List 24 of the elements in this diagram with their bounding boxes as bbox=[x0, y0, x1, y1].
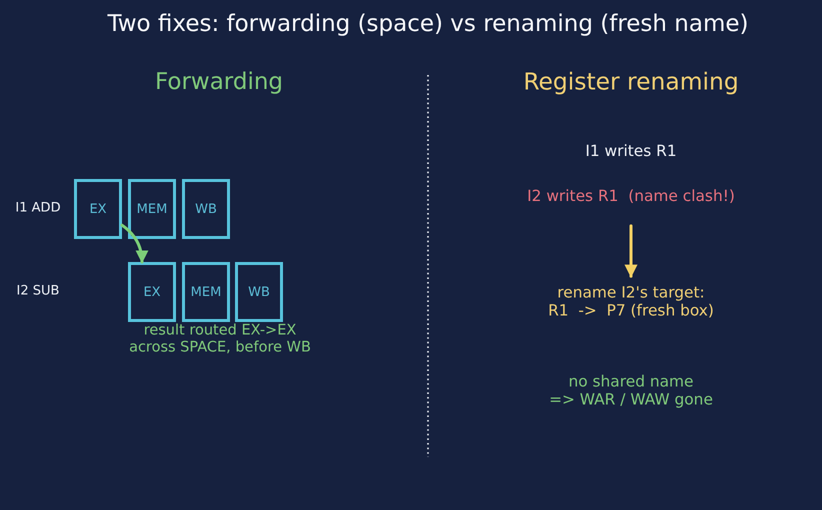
stage-label: WB bbox=[248, 284, 270, 300]
annotation-text: result routed EX->EX across SPACE, before WB bbox=[129, 322, 311, 356]
stage-label: WB bbox=[195, 202, 217, 216]
diagram-title: Two fixes: forwarding (space) vs renaming (fresh name) bbox=[108, 11, 748, 37]
arrow bbox=[624, 224, 638, 278]
pipeline-stage-box bbox=[128, 179, 176, 239]
stage-label: MEM bbox=[136, 202, 168, 216]
stage-label: EX bbox=[143, 284, 161, 300]
pipeline-stage-box bbox=[182, 262, 230, 322]
pipeline-stage-box bbox=[182, 179, 230, 239]
pipeline-stage-box bbox=[235, 262, 283, 322]
annotation-text: I1 writes R1 bbox=[585, 143, 677, 161]
column-heading: Forwarding bbox=[154, 68, 284, 96]
row-label: I2 SUB bbox=[16, 284, 60, 300]
row-label: I1 ADD bbox=[15, 202, 61, 216]
column-heading: Register renaming bbox=[523, 68, 739, 96]
step-text: I2 writes R1 (name clash!) bbox=[527, 188, 735, 206]
pipeline-stage-box bbox=[74, 179, 122, 239]
step-text: rename I2's target: R1 -> P7 (fresh box) bbox=[548, 284, 714, 320]
pipeline-stage-box bbox=[128, 262, 176, 322]
stage-label: MEM bbox=[190, 284, 222, 300]
stage-label: EX bbox=[89, 202, 107, 216]
annotation-text: no shared name => WAR / WAW gone bbox=[549, 373, 713, 409]
arrow bbox=[120, 224, 148, 264]
